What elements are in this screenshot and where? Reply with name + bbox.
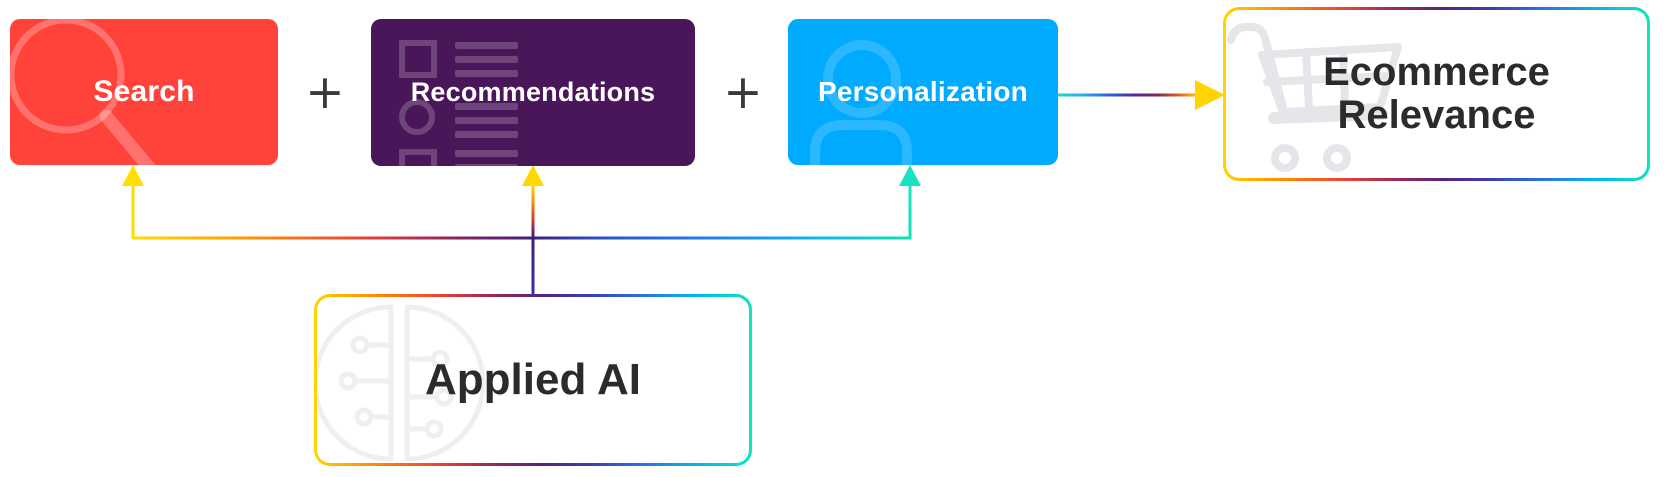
arrowhead-personalization — [899, 165, 921, 186]
node-ecommerce-label-line1: Ecommerce — [1323, 50, 1550, 95]
node-applied-ai-body: Applied AI — [317, 297, 749, 463]
node-personalization-label: Personalization — [818, 76, 1028, 107]
node-ecommerce-label: Ecommerce Relevance — [1323, 51, 1550, 137]
plus-operator-2: + — [723, 64, 763, 120]
node-recommendations-label: Recommendations — [410, 77, 656, 107]
arrowhead-ecommerce — [1195, 80, 1225, 110]
node-search: Search — [10, 19, 278, 165]
arrowhead-recommendations — [522, 165, 544, 186]
node-search-label: Search — [93, 75, 195, 108]
node-personalization: Personalization — [788, 19, 1058, 165]
node-ecommerce-body: Ecommerce Relevance — [1226, 10, 1647, 178]
edge-ai-fanout — [131, 186, 912, 240]
node-recommendations: Recommendations — [371, 19, 695, 166]
node-applied-ai: Applied AI — [314, 294, 752, 466]
node-applied-ai-label: Applied AI — [425, 355, 641, 404]
arrowhead-search — [122, 165, 144, 186]
node-ecommerce: Ecommerce Relevance — [1223, 7, 1650, 181]
plus-operator-1: + — [305, 64, 345, 120]
node-ecommerce-label-line2: Relevance — [1337, 93, 1536, 137]
